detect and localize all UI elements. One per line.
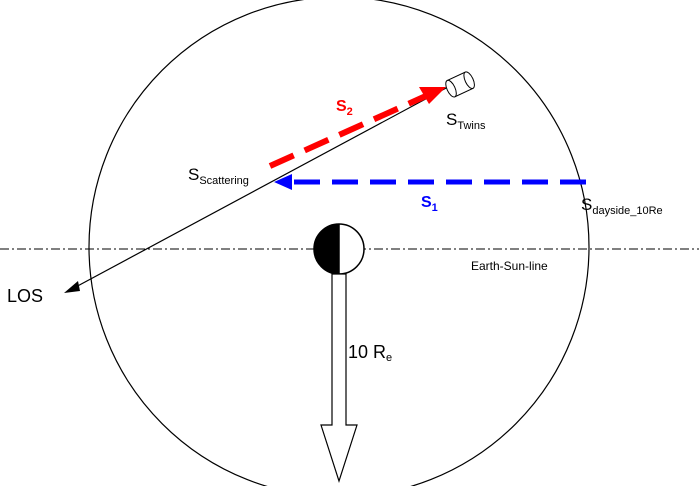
radius-label: 10 Re [348, 342, 392, 364]
s2-arrowhead [419, 87, 446, 104]
radius-arrow [320, 273, 358, 483]
s2-path [268, 92, 430, 169]
earth-icon [313, 223, 365, 275]
s-dayside-label: Sdayside_10Re [581, 195, 663, 217]
s1-arrowhead [274, 174, 292, 190]
s1-label: S1 [421, 194, 438, 214]
earth-sun-line-label: Earth-Sun-line [471, 259, 548, 273]
s-twins-label: STwins [446, 110, 486, 132]
los-line [71, 86, 449, 290]
los-arrowhead [64, 281, 80, 293]
los-label: LOS [7, 286, 43, 306]
s2-label: S2 [336, 98, 353, 118]
satellite-icon [445, 71, 475, 98]
s-scattering-label: SScattering [188, 165, 249, 187]
boundary-circle [88, 0, 590, 486]
